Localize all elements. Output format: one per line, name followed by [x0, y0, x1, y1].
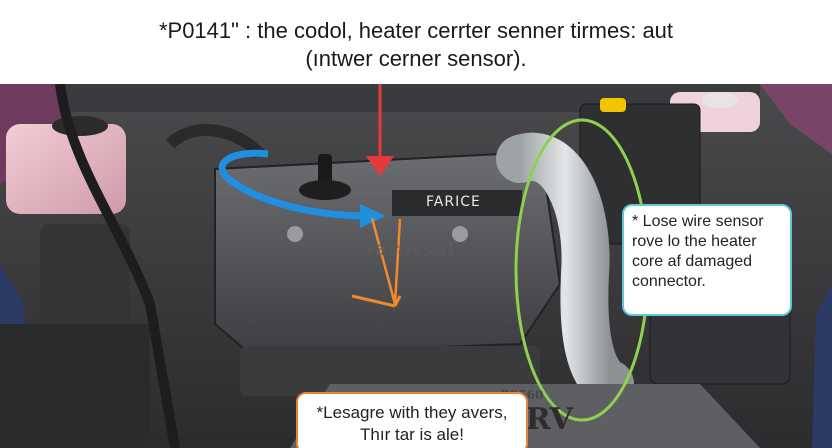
- dtc-title-line1: *P0141" : the codol, heater cerrter senn…: [158, 18, 674, 43]
- blue-pointer-arrow-shaft: [218, 149, 371, 220]
- left-lower-block: [0, 324, 150, 448]
- red-pointer-arrow-head: [366, 156, 394, 176]
- orange-pointer-arrows: [351, 294, 402, 308]
- engine-plate-text: FARICE: [426, 194, 481, 210]
- coolant-reservoir: [6, 124, 126, 214]
- cover-bolt-left: [287, 226, 303, 242]
- dtc-title-line2: (ıntwer cerner sensor).: [305, 46, 527, 71]
- right-fender: [760, 84, 832, 154]
- callout-bottom-line2: Thır tar is ale!: [360, 425, 464, 444]
- engine-cover-brand: Saravsal: [360, 236, 455, 260]
- right-fender-lower: [812, 284, 832, 448]
- battery-terminal: [600, 98, 626, 112]
- upper-hose: [165, 124, 265, 159]
- washer-cap: [702, 92, 738, 108]
- blue-pointer-arrow-head: [360, 204, 386, 228]
- exhaust-manifold: [240, 346, 540, 396]
- long-hose: [55, 84, 180, 448]
- intake-pipe: [496, 132, 634, 408]
- leakage-callout: *Lesagre with they avers, Thır tar is al…: [296, 392, 528, 448]
- callout-right-line3: core af damaged: [632, 253, 753, 270]
- oil-filler-cap: [299, 180, 351, 200]
- orange-pointer-lines: [370, 217, 402, 305]
- callout-bottom-line1: *Lesagre with they avers,: [316, 403, 508, 422]
- callout-right-line4: connector.: [632, 273, 706, 290]
- diagnostic-header: *P0141" : the codol, heater cerrter senn…: [0, 0, 832, 84]
- cover-name-plate: [392, 190, 522, 216]
- callout-right-line1: * Lose wire sensor: [632, 213, 764, 230]
- sensor-wire-callout: * Lose wire sensor rove lo the heater co…: [622, 204, 792, 316]
- callout-right-line2: rove lo the heater: [632, 233, 757, 250]
- engine-bay-illustration: FARICE Saravsal R9560 ERRV * Lose wire s…: [0, 84, 832, 448]
- reservoir-cap: [52, 116, 108, 136]
- cover-bolt-right: [452, 226, 468, 242]
- air-box: [40, 224, 130, 334]
